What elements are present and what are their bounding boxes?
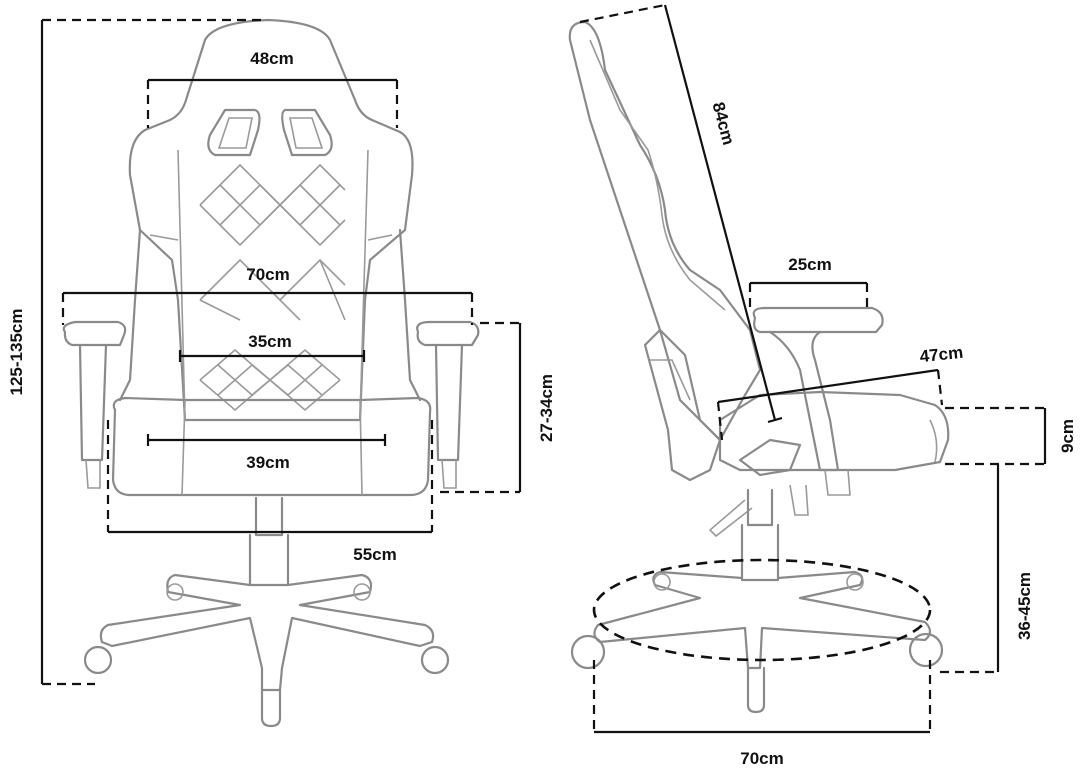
front-dimension-lines [40, 18, 522, 686]
seat-width-label: 39cm [246, 453, 289, 472]
front-chair-illustration [62, 18, 480, 728]
total-width-label: 70cm [246, 265, 289, 284]
armrest-length-label: 25cm [788, 255, 831, 274]
seat-depth-label: 47cm [919, 343, 964, 366]
total-height-label: 125-135cm [7, 309, 26, 396]
side-chair-illustration [568, 20, 950, 714]
headrest-width-label: 48cm [250, 49, 293, 68]
seat-outer-width-label: 55cm [353, 545, 396, 564]
base-diameter-label: 70cm [740, 749, 783, 768]
seat-height-label: 36-45cm [1015, 572, 1034, 640]
back-width-label: 35cm [248, 332, 291, 351]
armrest-height-label: 27-34cm [537, 374, 556, 442]
seat-thickness-label: 9cm [1058, 419, 1077, 453]
side-dimension-lines [579, 3, 1047, 734]
back-height-label: 84cm [709, 100, 739, 147]
